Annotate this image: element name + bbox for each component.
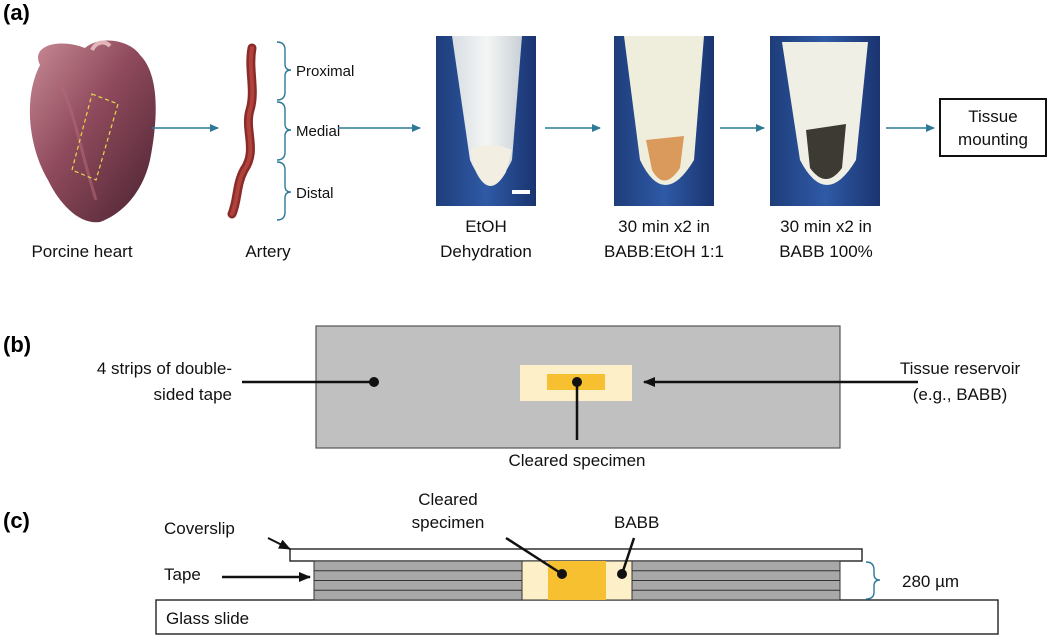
panel-b-label: (b) <box>3 332 31 357</box>
coverslip <box>289 548 863 562</box>
tape-label-line-2: sided tape <box>154 385 232 404</box>
segment-braces <box>276 41 292 221</box>
tape-stack-right <box>631 560 841 601</box>
babb-label: BABB <box>614 513 659 532</box>
caption-babb-etoh-1: 30 min x2 in <box>618 217 710 236</box>
tape-label: Tape <box>164 565 201 584</box>
segment-distal: Distal <box>296 185 334 202</box>
artery-image <box>227 43 257 219</box>
specimen-pointer-line <box>505 536 563 576</box>
coverslip-arrow <box>267 537 291 550</box>
reservoir-label-line-2: (e.g., BABB) <box>913 385 1007 404</box>
babb-tube-photo <box>770 36 880 206</box>
glass-slide-label: Glass slide <box>166 609 249 628</box>
caption-porcine-heart: Porcine heart <box>31 242 132 261</box>
babb-etoh-tube-photo <box>614 36 714 206</box>
reservoir-label-line-1: Tissue reservoir <box>900 359 1021 378</box>
caption-etoh-1: EtOH <box>465 217 507 236</box>
cleared-specimen-label: Cleared specimen <box>508 451 645 470</box>
thickness-brace <box>865 561 881 600</box>
specimen-pointer-dot <box>557 569 567 579</box>
caption-etoh-2: Dehydration <box>440 242 532 261</box>
final-box-line-2: mounting <box>958 130 1028 149</box>
segment-medial: Medial <box>296 123 340 140</box>
panel-a-label: (a) <box>3 0 30 25</box>
caption-babb-etoh-2: BABB:EtOH 1:1 <box>604 242 724 261</box>
tape-callout-dot <box>369 377 379 387</box>
babb-pointer-dot <box>617 569 627 579</box>
caption-artery: Artery <box>245 242 291 261</box>
caption-babb-2: BABB 100% <box>779 242 873 261</box>
tape-stack-left <box>313 560 523 601</box>
specimen-label-line-2: specimen <box>412 513 485 532</box>
caption-babb-1: 30 min x2 in <box>780 217 872 236</box>
etoh-tube-photo <box>436 36 536 206</box>
tape-label-line-1: 4 strips of double- <box>97 359 232 378</box>
thickness-label: 280 µm <box>902 572 959 591</box>
coverslip-label: Coverslip <box>164 519 235 538</box>
segment-proximal: Proximal <box>296 63 354 80</box>
panel-c-label: (c) <box>3 508 30 533</box>
porcine-heart-image <box>29 40 156 223</box>
tissue-mounting-box: Tissue mounting <box>939 98 1047 157</box>
cleared-specimen-side <box>548 561 606 600</box>
final-box-line-1: Tissue <box>968 107 1017 126</box>
glass-slide <box>155 599 999 635</box>
babb-pointer-line <box>620 537 636 575</box>
specimen-label-line-1: Cleared <box>418 490 478 509</box>
